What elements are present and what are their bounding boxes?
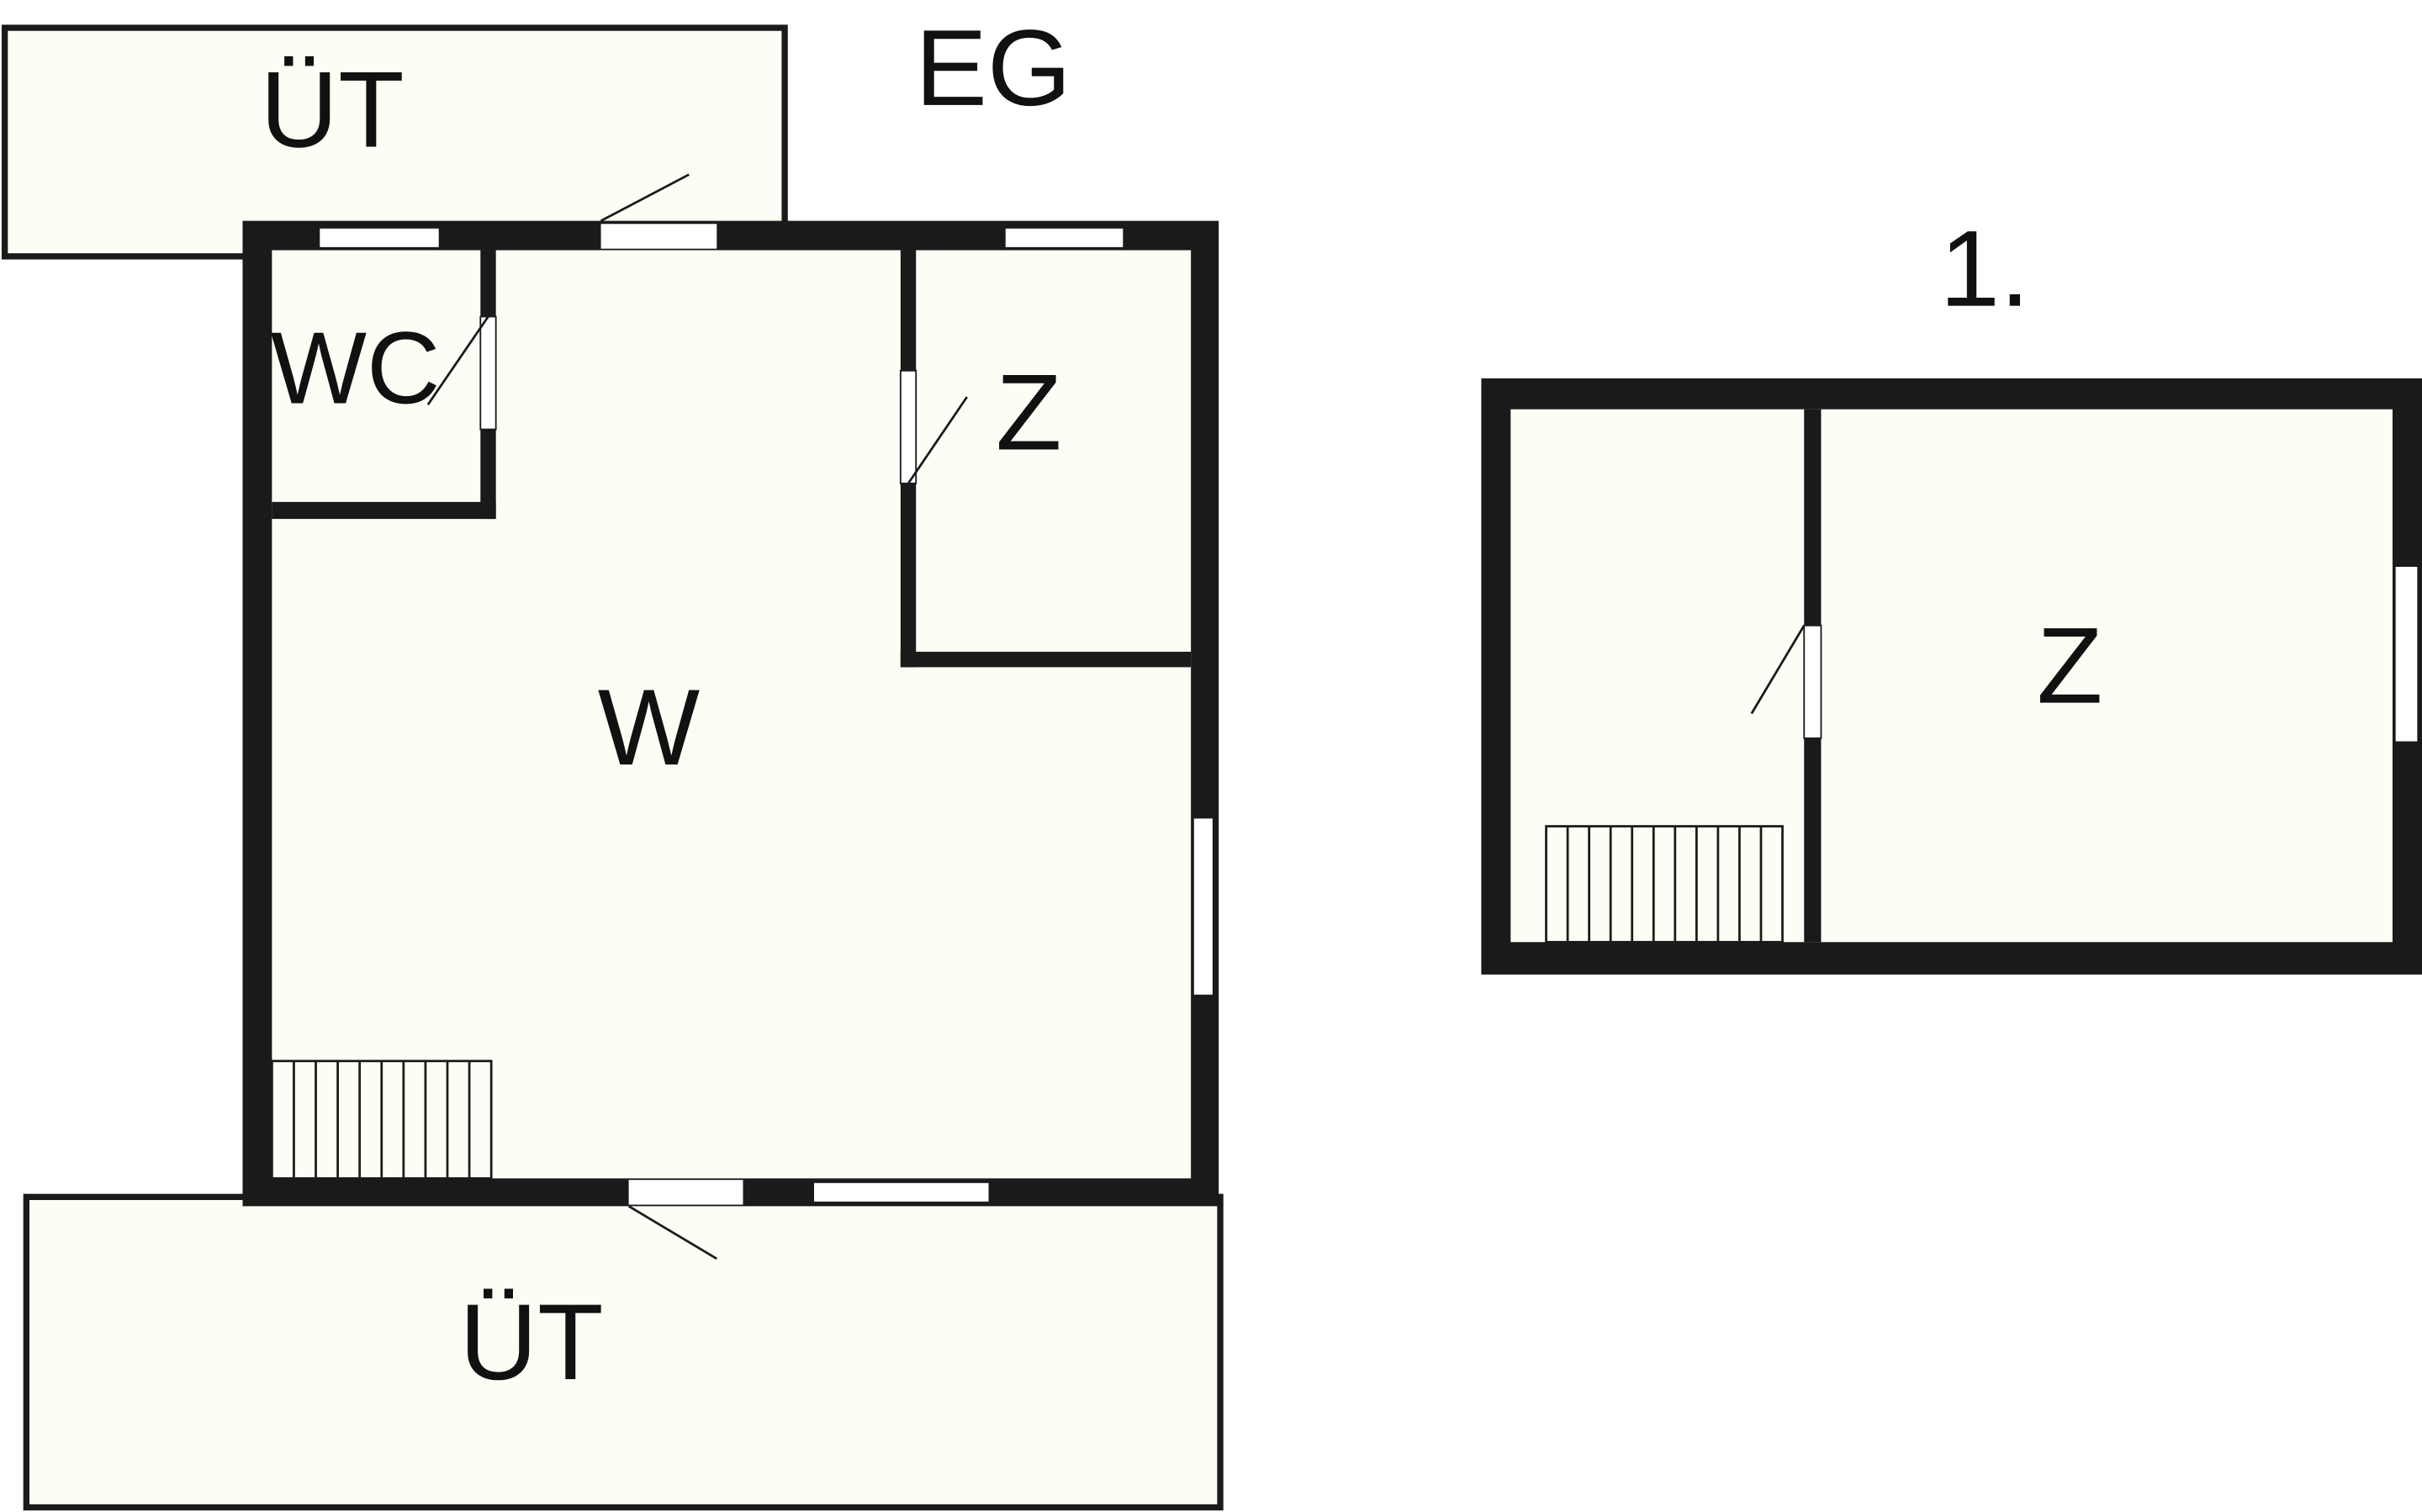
- terrace-door-opening: [628, 1180, 743, 1205]
- room-label-z: Z: [996, 352, 1062, 473]
- terrace-top: [1, 24, 788, 260]
- floor-label-first: 1.: [1940, 209, 2030, 330]
- room-label-wc: WC: [271, 310, 441, 425]
- window: [814, 1182, 989, 1202]
- terrace-label: ÜT: [260, 50, 404, 170]
- floor-area: [1510, 409, 2393, 943]
- door-swing: [627, 1205, 718, 1260]
- floor-label-ground: EG: [915, 8, 1071, 129]
- stairs-outline: [1545, 825, 1784, 944]
- z-wall-horizontal: [900, 652, 1192, 668]
- window: [1193, 818, 1213, 995]
- entrance-door-opening: [600, 224, 717, 249]
- z-door-opening: [899, 369, 918, 484]
- terrace-label: ÜT: [459, 1282, 603, 1403]
- ground-floor: [242, 173, 1219, 1260]
- wc-door-opening: [479, 315, 497, 431]
- terrace-bottom: [23, 1193, 1224, 1511]
- door-swing: [426, 315, 489, 405]
- window: [1005, 228, 1124, 247]
- room-label-w: W: [598, 668, 700, 788]
- stairs: [1545, 825, 1784, 944]
- first-floor: [1481, 378, 2422, 975]
- wc-wall-horizontal: [272, 501, 496, 520]
- window: [320, 228, 439, 247]
- door-swing: [600, 173, 690, 222]
- room-label-z-first: Z: [2037, 606, 2103, 727]
- window: [2395, 567, 2418, 742]
- floor-area: [272, 250, 1192, 1179]
- door-swing: [907, 396, 968, 484]
- door-opening: [1803, 624, 1822, 739]
- door-swing: [1750, 625, 1806, 715]
- stairs: [270, 1060, 493, 1180]
